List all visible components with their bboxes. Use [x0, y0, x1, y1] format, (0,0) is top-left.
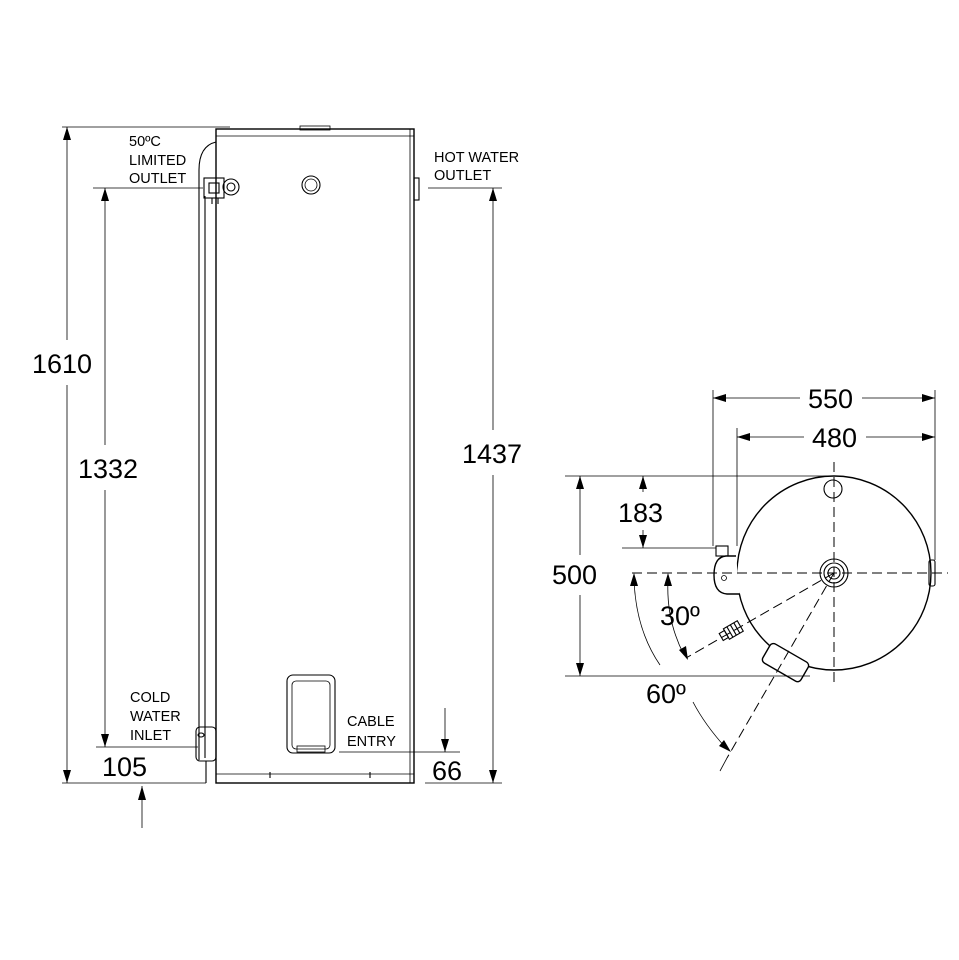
cable-entry-cover	[286, 674, 336, 754]
side-view: 1610 1332 1437 105 66	[32, 125, 523, 828]
dimension-1332: 1332	[78, 454, 138, 484]
label-cold-water-inlet: COLD WATER INLET	[130, 690, 185, 744]
angle-60-label: 60º	[646, 679, 686, 709]
dimension-550: 550	[808, 384, 853, 414]
brand-emblem-icon	[301, 175, 321, 195]
dimension-overall-height: 1610	[32, 127, 92, 783]
dimension-limited-outlet: 1332	[78, 188, 138, 747]
dimension-overall-depth: 500	[552, 476, 597, 676]
angle-30: 30º	[660, 573, 700, 660]
dimension-cable-entry: 66	[432, 708, 462, 786]
dimension-hot-outlet: 1437	[462, 188, 522, 783]
dimension-1437: 1437	[462, 439, 522, 469]
dimension-overall-width: 550	[713, 384, 935, 414]
left-pipe	[195, 141, 217, 783]
angle-30-label: 30º	[660, 601, 700, 631]
plan-view: 550 480 500 183	[552, 384, 948, 772]
hot-outlet-stub	[413, 177, 420, 201]
element-housing-plan	[761, 642, 810, 683]
dimension-tank-diameter: 480	[737, 423, 935, 453]
dimension-outlet-offset: 183	[618, 476, 663, 548]
dimension-183: 183	[618, 498, 663, 528]
dimension-480: 480	[812, 423, 857, 453]
dimension-66: 66	[432, 756, 462, 786]
dimension-500: 500	[552, 560, 597, 590]
label-cable-entry: CABLE ENTRY	[347, 714, 399, 750]
valve-plan-icon	[718, 620, 745, 642]
limited-outlet-valve	[203, 177, 240, 204]
dimension-105: 105	[102, 752, 147, 782]
tank-feet	[269, 772, 371, 778]
angle-60: 60º	[630, 573, 731, 752]
dimension-cold-inlet: 105	[102, 752, 147, 828]
top-outlet-hole-icon	[823, 479, 843, 499]
dimension-1610: 1610	[32, 349, 92, 379]
label-limited-outlet: 50ºC LIMITED OUTLET	[129, 134, 190, 187]
limited-outlet-plan	[713, 545, 740, 595]
label-hot-water-outlet: HOT WATER OUTLET	[434, 150, 523, 184]
tank-body	[215, 125, 415, 784]
